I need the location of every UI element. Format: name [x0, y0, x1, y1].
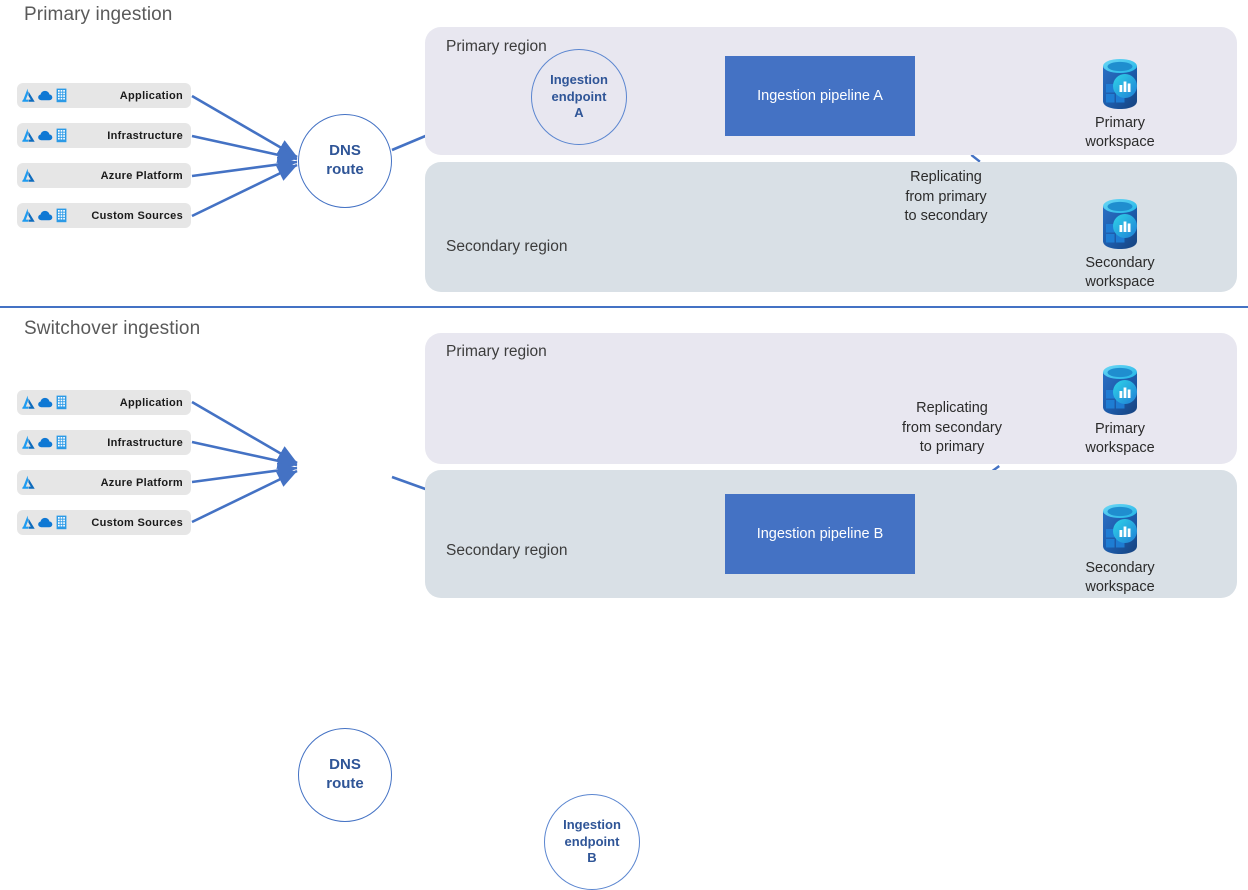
dns-route-node-primary[interactable]: DNS route [298, 114, 392, 208]
primary-workspace-top[interactable]: Primary workspace [1060, 56, 1180, 152]
source-icon-group [22, 207, 67, 224]
database-workspace-icon [1103, 59, 1137, 109]
source-chip-custom-sources[interactable]: Custom Sources [17, 510, 191, 535]
section-divider [0, 306, 1248, 308]
region-panel-secondary-top [425, 162, 1237, 292]
building-icon [56, 208, 67, 223]
secondary-workspace-bottom[interactable]: Secondary workspace [1060, 501, 1180, 597]
ingestion-endpoint-a-node[interactable]: Ingestion endpoint A [531, 49, 627, 145]
replication-note-secondary-to-primary: Replicating from secondary to primary [902, 400, 1002, 456]
cloud-icon [38, 517, 53, 528]
dns-route-label: DNS route [326, 142, 364, 178]
dns-route-node-switchover[interactable]: DNS route [298, 728, 392, 822]
building-icon [56, 515, 67, 530]
azure-icon [22, 475, 35, 489]
cloud-icon [38, 210, 53, 221]
source-chip-infrastructure[interactable]: Infrastructure [17, 123, 191, 148]
source-chip-label: Application [119, 396, 183, 409]
region-label-primary-top: Primary region [446, 38, 547, 55]
cloud-icon [38, 130, 53, 141]
source-chip-label: Application [119, 89, 183, 102]
building-icon [56, 128, 67, 143]
source-chip-label: Infrastructure [107, 129, 183, 142]
azure-icon [22, 395, 35, 409]
source-icon-group [22, 167, 35, 184]
region-label-primary-bottom: Primary region [446, 343, 547, 360]
page-title-switchover: Switchover ingestion [24, 318, 201, 339]
cloud-icon [38, 397, 53, 408]
source-icon-group [22, 514, 67, 531]
ingestion-pipeline-a-box[interactable]: Ingestion pipeline A [725, 56, 915, 136]
ingestion-pipeline-b-label: Ingestion pipeline B [756, 526, 884, 542]
source-icon-group [22, 474, 35, 491]
source-chip-application[interactable]: Application [17, 83, 191, 108]
azure-icon [22, 128, 35, 142]
source-icon-group [22, 434, 67, 451]
ingestion-pipeline-a-label: Ingestion pipeline A [757, 88, 883, 104]
replication-note-primary-to-secondary: Replicating from primary to secondary [904, 169, 988, 225]
source-chip-infrastructure[interactable]: Infrastructure [17, 430, 191, 455]
azure-icon [22, 435, 35, 449]
azure-icon [22, 515, 35, 529]
building-icon [56, 395, 67, 410]
source-icon-group [22, 87, 67, 104]
source-chip-label: Azure Platform [100, 169, 183, 182]
source-icon-group [22, 394, 67, 411]
source-chip-label: Custom Sources [91, 209, 183, 222]
page-title-primary: Primary ingestion [24, 4, 173, 25]
database-workspace-icon [1103, 504, 1137, 554]
region-label-secondary-bottom: Secondary region [446, 542, 568, 559]
source-chip-azure-platform[interactable]: Azure Platform [17, 163, 191, 188]
secondary-workspace-top[interactable]: Secondary workspace [1060, 196, 1180, 292]
ingestion-endpoint-b-label: Ingestion endpoint B [563, 816, 621, 866]
primary-workspace-bottom[interactable]: Primary workspace [1060, 362, 1180, 458]
ingestion-endpoint-b-node[interactable]: Ingestion endpoint B [544, 794, 640, 890]
source-chip-azure-platform[interactable]: Azure Platform [17, 470, 191, 495]
source-chip-label: Custom Sources [91, 516, 183, 529]
database-workspace-icon [1103, 199, 1137, 249]
region-label-secondary-top: Secondary region [446, 238, 568, 255]
source-chip-custom-sources[interactable]: Custom Sources [17, 203, 191, 228]
switchover-ingestion-section: Switchover ingestion Primary region Seco… [0, 307, 1248, 890]
azure-icon [22, 88, 35, 102]
building-icon [56, 435, 67, 450]
cloud-icon [38, 437, 53, 448]
dns-route-label: DNS route [326, 756, 364, 792]
source-chip-label: Infrastructure [107, 436, 183, 449]
source-chip-label: Azure Platform [100, 476, 183, 489]
ingestion-pipeline-b-box[interactable]: Ingestion pipeline B [725, 494, 915, 574]
ingestion-endpoint-a-label: Ingestion endpoint A [550, 71, 608, 121]
workspace-label: Primary workspace [1085, 115, 1155, 150]
database-workspace-icon [1103, 365, 1137, 415]
building-icon [56, 88, 67, 103]
workspace-label: Secondary workspace [1085, 560, 1155, 595]
workspace-label: Primary workspace [1085, 421, 1155, 456]
azure-icon [22, 208, 35, 222]
source-icon-group [22, 127, 67, 144]
cloud-icon [38, 90, 53, 101]
region-panel-primary-bottom [425, 333, 1237, 464]
workspace-label: Secondary workspace [1085, 255, 1155, 290]
source-chip-application[interactable]: Application [17, 390, 191, 415]
primary-ingestion-section: Primary ingestion Primary region Seconda… [0, 0, 1248, 307]
azure-icon [22, 168, 35, 182]
